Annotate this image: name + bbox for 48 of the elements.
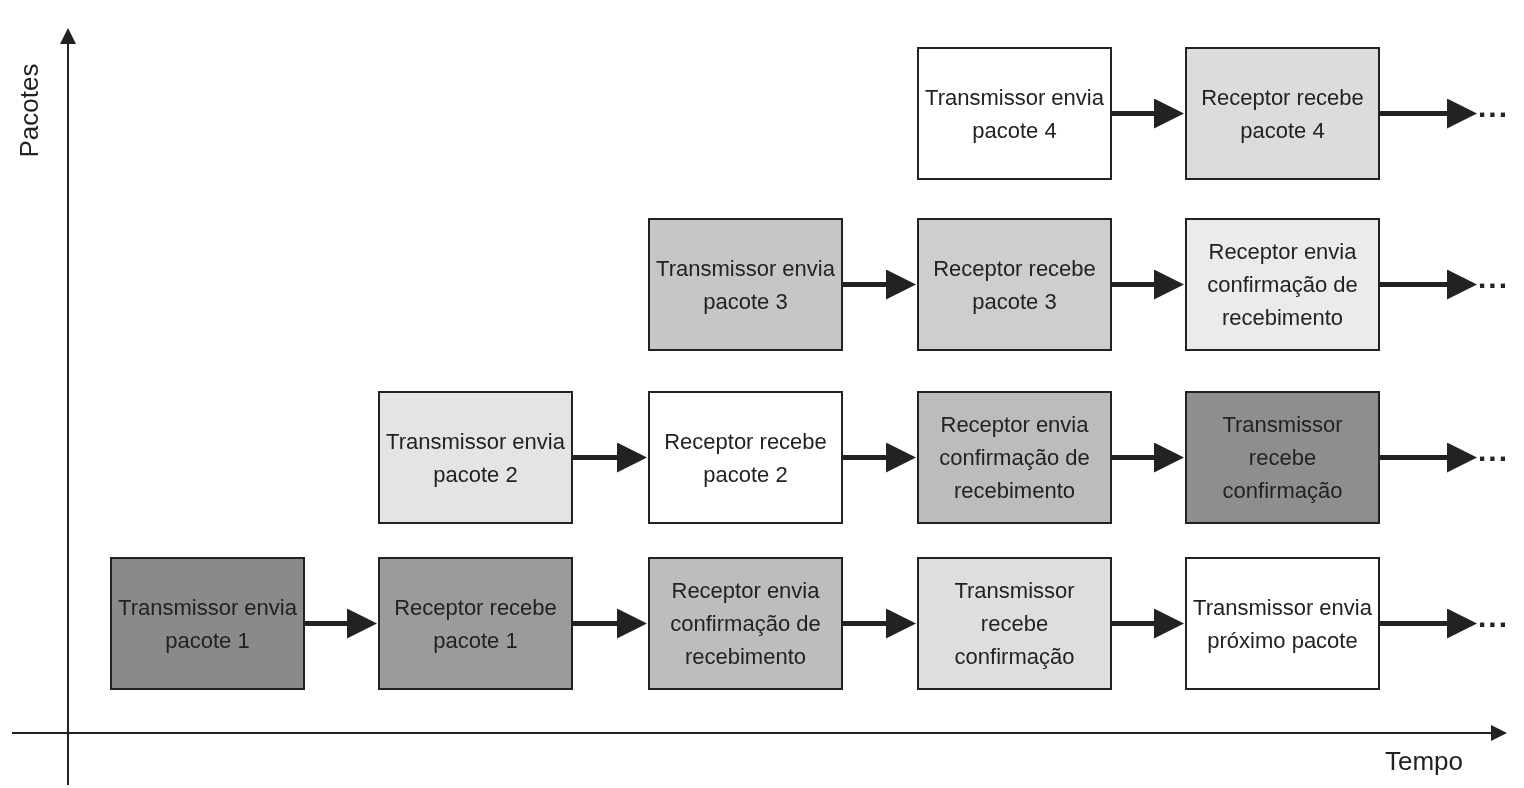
box-text: Transmissor envia pacote 3 (655, 254, 836, 316)
process-box (648, 557, 843, 690)
process-box (648, 391, 843, 524)
arrow (843, 608, 916, 639)
arrow (1380, 608, 1477, 639)
arrow (1380, 442, 1477, 473)
box-text: Transmissor envia próximo pacote (1192, 593, 1373, 655)
process-box (648, 218, 843, 351)
box-text: Transmissor recebe confirmação (1221, 411, 1344, 505)
arrow (1380, 98, 1477, 129)
process-box (110, 557, 305, 690)
process-box (1185, 47, 1380, 180)
process-box (1185, 218, 1380, 351)
ellipsis: ... (1478, 433, 1509, 468)
ellipsis: ... (1478, 599, 1509, 634)
box-text: Receptor recebe pacote 2 (663, 427, 828, 489)
arrow (573, 442, 647, 473)
box-text: Receptor envia confirmação de recebimento (1206, 238, 1359, 332)
process-box (917, 391, 1112, 524)
box-text: Receptor recebe pacote 3 (932, 254, 1097, 316)
process-box (1185, 391, 1380, 524)
arrow (1380, 269, 1477, 300)
box-text: Receptor envia confirmação de recebimento (938, 411, 1091, 505)
process-box (378, 391, 573, 524)
process-box (917, 47, 1112, 180)
arrow (573, 608, 647, 639)
box-text: Transmissor envia pacote 2 (385, 427, 566, 489)
box-text: Receptor envia confirmação de recebimento (669, 577, 822, 671)
arrow (1112, 269, 1184, 300)
box-text: Transmissor envia pacote 4 (924, 83, 1105, 145)
process-box (917, 218, 1112, 351)
process-box (1185, 557, 1380, 690)
arrow (843, 269, 916, 300)
arrow (1112, 442, 1184, 473)
box-text: Receptor recebe pacote 4 (1200, 83, 1365, 145)
process-box (378, 557, 573, 690)
box-text: Receptor recebe pacote 1 (393, 593, 558, 655)
arrow (1112, 98, 1184, 129)
ellipsis: ... (1478, 260, 1509, 295)
axis-label: Tempo (1385, 746, 1464, 777)
arrow (305, 608, 377, 639)
box-text: Transmissor recebe confirmação (953, 577, 1076, 671)
arrow (1112, 608, 1184, 639)
arrow (843, 442, 916, 473)
ellipsis: ... (1478, 89, 1509, 124)
box-text: Transmissor envia pacote 1 (117, 593, 298, 655)
axis-label: Pacotes (14, 63, 46, 157)
process-box (917, 557, 1112, 690)
